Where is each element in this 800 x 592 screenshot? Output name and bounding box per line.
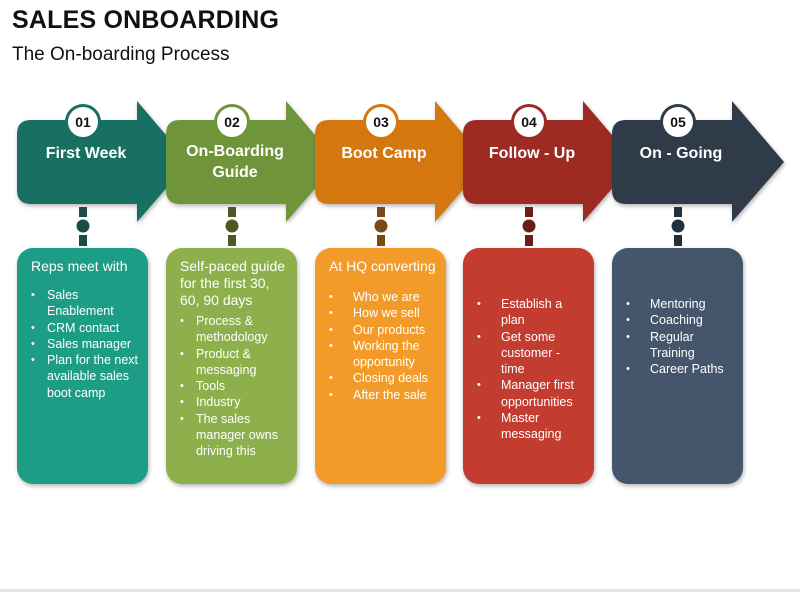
card-heading: At HQ converting [329, 258, 436, 274]
step-number-badge: 05 [660, 104, 696, 140]
bullet-item: How we sell [329, 305, 438, 322]
bullet-item: After the sale [329, 387, 438, 404]
connector-icon [522, 207, 536, 246]
bullet-item: Process & methodology [180, 313, 289, 346]
step-arrow-shape [315, 101, 487, 222]
slide-title: SALES ONBOARDING [12, 6, 280, 34]
bullet-item: Product & messaging [180, 346, 289, 379]
bullet-item: CRM contact [31, 320, 140, 337]
step-arrow-shape [166, 101, 338, 222]
step-detail-card: Reps meet withSales EnablementCRM contac… [17, 248, 148, 484]
card-bullet-list: MentoringCoachingRegular TrainingCareer … [626, 296, 735, 378]
card-heading: Self-paced guide for the first 30, 60, 9… [180, 258, 286, 308]
bullet-item: Working the opportunity [329, 338, 438, 371]
bullet-item: Plan for the next available sales boot c… [31, 352, 140, 401]
card-heading: Reps meet with [31, 258, 128, 274]
connector-icon [76, 207, 90, 246]
connector-icon [671, 207, 685, 246]
step-number-badge: 04 [511, 104, 547, 140]
step-arrow-shape [17, 101, 189, 222]
bottom-divider [0, 589, 800, 592]
process-step-5: 05 On - GoingMentoringCoachingRegular Tra… [612, 0, 800, 592]
bullet-item: The sales manager owns driving this [180, 411, 289, 460]
slide-subtitle: The On-boarding Process [12, 44, 230, 65]
bullet-item: Who we are [329, 289, 438, 306]
step-detail-card: Self-paced guide for the first 30, 60, 9… [166, 248, 297, 484]
step-title: Follow - Up [488, 145, 576, 162]
step-detail-card: Establish a planGet some customer - time… [463, 248, 594, 484]
bullet-item: Sales manager [31, 336, 140, 353]
card-bullet-list: Who we areHow we sellOur productsWorking… [329, 289, 438, 403]
bullet-item: Closing deals [329, 370, 438, 387]
bullet-item: Career Paths [626, 361, 735, 378]
step-detail-card: MentoringCoachingRegular TrainingCareer … [612, 248, 743, 484]
bullet-item: Industry [180, 394, 289, 411]
step-title: First Week [45, 145, 127, 162]
step-arrow-shape [612, 101, 784, 222]
bullet-item: Our products [329, 322, 438, 339]
card-bullet-list: Sales EnablementCRM contactSales manager… [31, 287, 140, 401]
step-number-badge: 01 [65, 104, 101, 140]
step-title: On-Boarding Guide [186, 143, 284, 181]
bullet-item: Coaching [626, 312, 735, 329]
bullet-item: Sales Enablement [31, 287, 140, 320]
step-number-badge: 03 [363, 104, 399, 140]
bullet-item: Get some customer - time [477, 329, 586, 378]
card-bullet-list: Establish a planGet some customer - time… [477, 296, 586, 443]
step-title: Boot Camp [341, 145, 427, 162]
card-bullet-list: Process & methodologyProduct & messaging… [180, 313, 289, 460]
step-detail-card: At HQ convertingWho we areHow we sellOur… [315, 248, 446, 484]
bullet-item: Establish a plan [477, 296, 586, 329]
bullet-item: Mentoring [626, 296, 735, 313]
connector-icon [374, 207, 388, 246]
step-arrow-shape [463, 101, 635, 222]
connector-icon [225, 207, 239, 246]
bullet-item: Master messaging [477, 410, 586, 443]
step-number-badge: 02 [214, 104, 250, 140]
bullet-item: Tools [180, 378, 289, 395]
step-title: On - Going [639, 145, 723, 162]
bullet-item: Manager first opportunities [477, 377, 586, 410]
bullet-item: Regular Training [626, 329, 735, 362]
